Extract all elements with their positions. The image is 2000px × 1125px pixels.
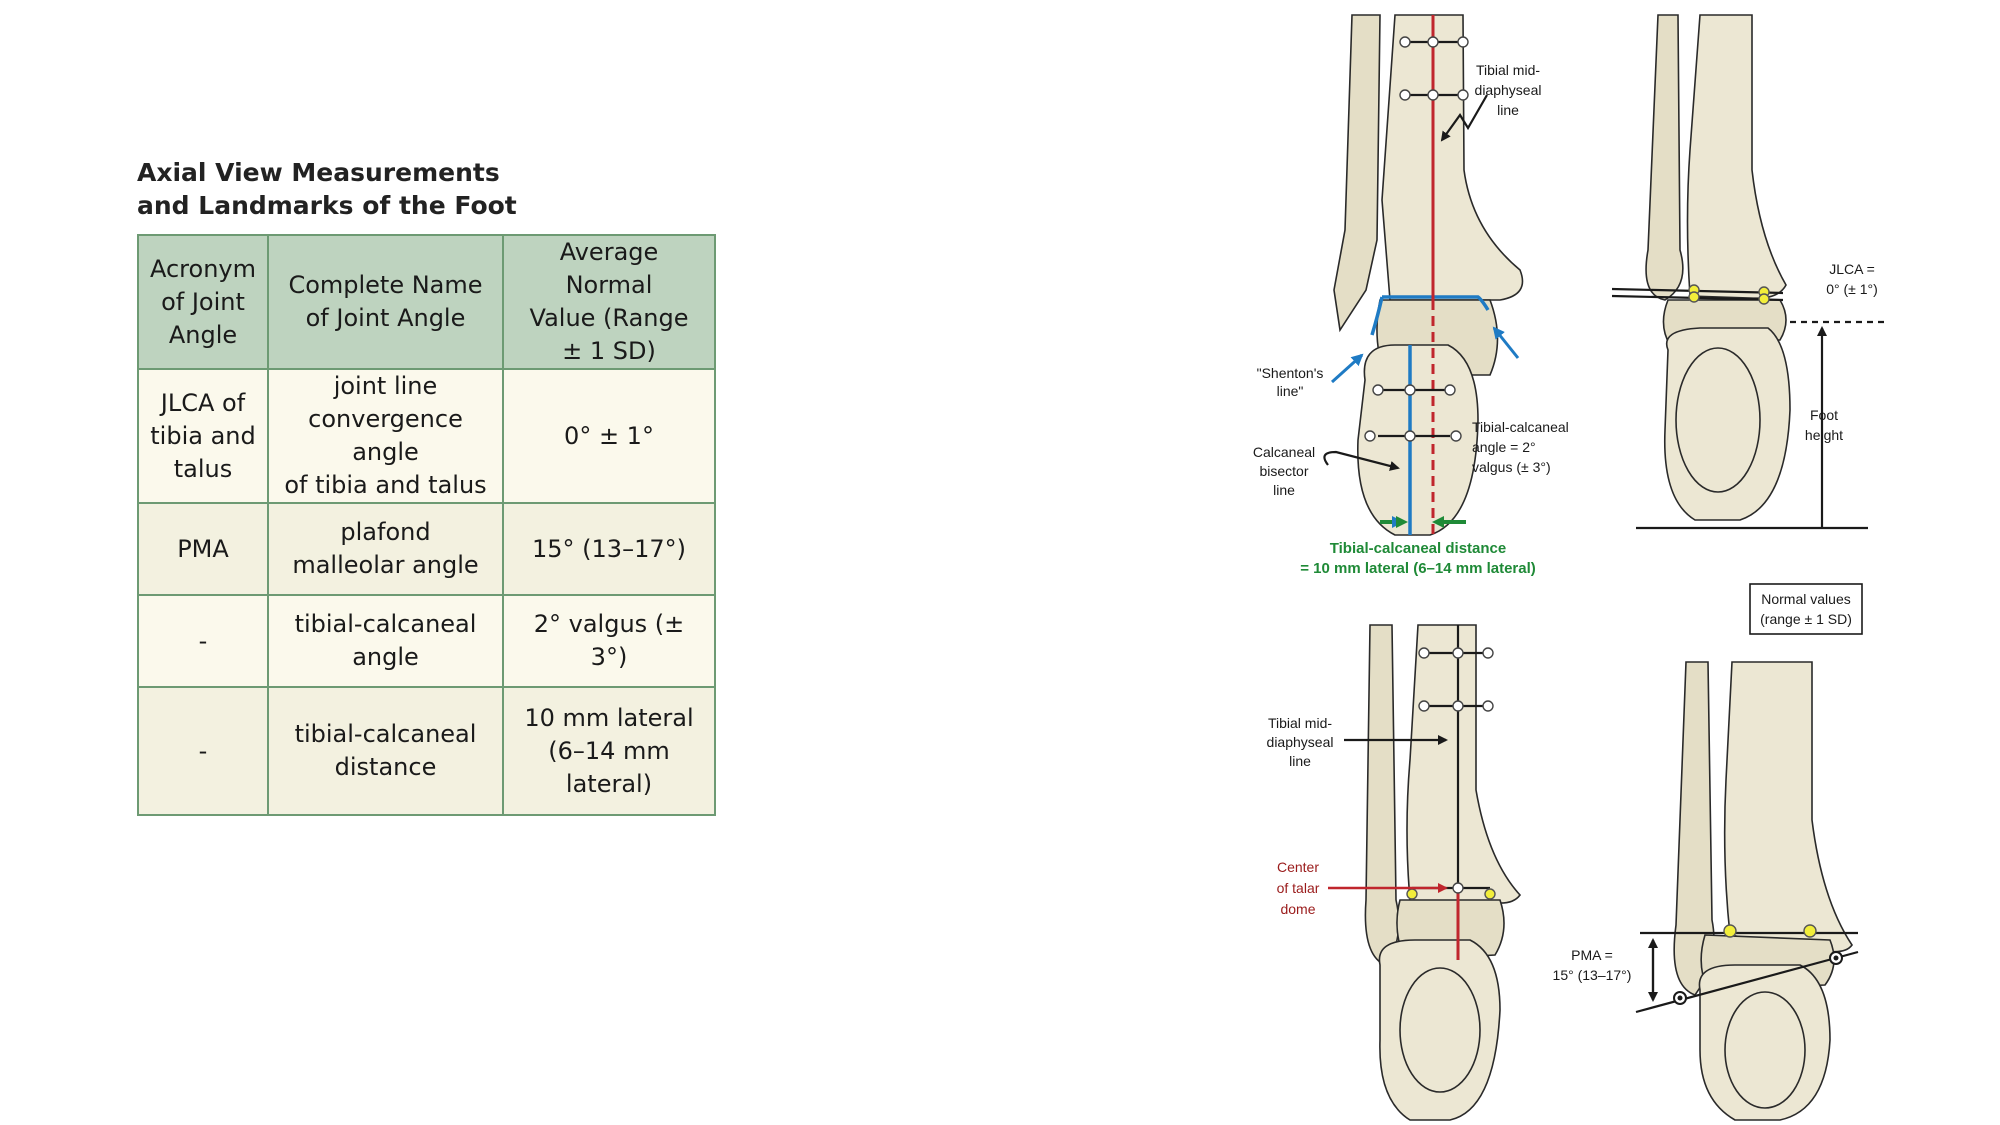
cell-value: 2° valgus (± 3°) <box>502 594 716 688</box>
svg-text:line: line <box>1273 482 1295 498</box>
label-normal-values-1: Normal values <box>1761 591 1850 607</box>
table-header-row: Acronym of Joint Angle Complete Name of … <box>137 234 716 370</box>
header-average-value: Average Normal Value (Range ± 1 SD) <box>502 234 716 370</box>
cell-name: tibial-calcaneal distance <box>267 686 504 816</box>
label-calcaneal-bisector-1: Calcaneal <box>1253 444 1315 460</box>
label-jlca-1: JLCA = <box>1829 261 1875 277</box>
tibia-bone <box>1406 624 1522 904</box>
svg-text:diaphyseal: diaphyseal <box>1475 82 1542 98</box>
table-row: JLCA of tibia and talus joint line conve… <box>137 368 716 504</box>
svg-text:angle = 2°: angle = 2° <box>1472 439 1536 455</box>
svg-text:= 10 mm lateral (6–14 mm later: = 10 mm lateral (6–14 mm lateral) <box>1300 560 1536 577</box>
calcaneus-bone <box>1698 964 1831 1121</box>
label-tibial-line-top-2: diaphyseal <box>1475 82 1542 98</box>
panel-tibial-calcaneal: Tibial mid- diaphyseal line "Shenton's l… <box>1253 14 1569 577</box>
calcaneus-bone <box>1378 939 1501 1121</box>
cell-name: tibial-calcaneal angle <box>267 594 504 688</box>
cell-acronym: - <box>137 594 269 688</box>
label-tibcalc-angle-1: Tibial-calcaneal <box>1472 419 1569 435</box>
label-pma-1: PMA = <box>1571 947 1613 963</box>
svg-text:line: line <box>1497 102 1519 118</box>
cell-acronym: PMA <box>137 502 269 596</box>
title-line-1: Axial View Measurements <box>137 158 500 187</box>
svg-text:line": line" <box>1277 383 1304 399</box>
fibula-bone <box>1645 14 1684 301</box>
svg-text:(range ± 1 SD): (range ± 1 SD) <box>1760 611 1852 627</box>
label-normal-values-2: (range ± 1 SD) <box>1760 611 1852 627</box>
cell-acronym: - <box>137 686 269 816</box>
svg-text:Calcaneal: Calcaneal <box>1253 444 1315 460</box>
svg-text:dome: dome <box>1280 901 1315 917</box>
svg-text:of talar: of talar <box>1277 880 1320 896</box>
cell-value: 0° ± 1° <box>502 368 716 504</box>
svg-text:Normal values: Normal values <box>1761 591 1850 607</box>
label-tibial-line-bottom-2: diaphyseal <box>1267 734 1334 750</box>
shenton-line <box>1382 295 1490 311</box>
label-tibcalc-angle-2: angle = 2° <box>1472 439 1536 455</box>
label-center-talar-1: Center <box>1277 859 1319 875</box>
label-calcaneal-bisector-2: bisector <box>1259 463 1308 479</box>
svg-text:diaphyseal: diaphyseal <box>1267 734 1334 750</box>
panel-jlca: JLCA = 0° (± 1°) Foot height <box>1611 14 1888 530</box>
label-tibial-line-top-1: Tibial mid- <box>1476 62 1540 78</box>
svg-text:PMA =: PMA = <box>1571 947 1613 963</box>
label-tibcalc-angle-3: valgus (± 3°) <box>1472 459 1551 475</box>
label-tibial-line-bottom-3: line <box>1289 753 1311 769</box>
svg-text:Tibial mid-: Tibial mid- <box>1476 62 1540 78</box>
measurements-table: Acronym of Joint Angle Complete Name of … <box>137 234 716 816</box>
svg-text:Tibial-calcaneal: Tibial-calcaneal <box>1472 419 1569 435</box>
table-row: PMA plafond malleolar angle 15° (13–17°) <box>137 502 716 596</box>
normal-values-box: Normal values (range ± 1 SD) <box>1749 583 1863 635</box>
panel-pma: PMA = 15° (13–17°) <box>1553 661 1859 1121</box>
tibia-bone <box>1381 14 1524 301</box>
panel-talar-dome: Tibial mid- diaphyseal line Center of ta… <box>1267 624 1522 1121</box>
label-tibcalc-distance-1: Tibial-calcaneal distance <box>1330 540 1506 557</box>
cell-acronym: JLCA of tibia and talus <box>137 368 269 504</box>
table-row: - tibial-calcaneal angle 2° valgus (± 3°… <box>137 594 716 688</box>
header-complete-name: Complete Name of Joint Angle <box>267 234 504 370</box>
label-center-talar-3: dome <box>1280 901 1315 917</box>
header-acronym: Acronym of Joint Angle <box>137 234 269 370</box>
table-row: - tibial-calcaneal distance 10 mm latera… <box>137 686 716 816</box>
calcaneus-bone <box>1663 327 1791 521</box>
svg-text:Foot: Foot <box>1810 407 1838 423</box>
label-jlca-2: 0° (± 1°) <box>1826 281 1878 297</box>
cell-name: plafond malleolar angle <box>267 502 504 596</box>
label-shentons-2: line" <box>1277 383 1304 399</box>
label-foot-height-1: Foot <box>1810 407 1838 423</box>
tibia-bone <box>1723 661 1853 953</box>
svg-text:15° (13–17°): 15° (13–17°) <box>1553 967 1632 983</box>
fibula-bone <box>1364 624 1400 966</box>
label-tibial-line-bottom-1: Tibial mid- <box>1268 715 1332 731</box>
label-tibial-line-top-3: line <box>1497 102 1519 118</box>
cell-name: joint line convergence angle of tibia an… <box>267 368 504 504</box>
cell-value: 10 mm lateral (6–14 mm lateral) <box>502 686 716 816</box>
cell-value: 15° (13–17°) <box>502 502 716 596</box>
tibia-bone <box>1686 14 1787 300</box>
label-tibcalc-distance-2: = 10 mm lateral (6–14 mm lateral) <box>1300 560 1536 577</box>
svg-text:JLCA =: JLCA = <box>1829 261 1875 277</box>
svg-text:Tibial mid-: Tibial mid- <box>1268 715 1332 731</box>
svg-text:Center: Center <box>1277 859 1319 875</box>
svg-text:0° (± 1°): 0° (± 1°) <box>1826 281 1878 297</box>
svg-text:line: line <box>1289 753 1311 769</box>
fibula-bone <box>1333 14 1381 333</box>
page-title: Axial View Measurements and Landmarks of… <box>137 156 737 222</box>
svg-text:height: height <box>1805 427 1843 443</box>
label-shentons-1: "Shenton's <box>1257 365 1324 381</box>
label-pma-2: 15° (13–17°) <box>1553 967 1632 983</box>
label-calcaneal-bisector-3: line <box>1273 482 1295 498</box>
label-center-talar-2: of talar <box>1277 880 1320 896</box>
title-line-2: and Landmarks of the Foot <box>137 191 517 220</box>
svg-text:"Shenton's: "Shenton's <box>1257 365 1324 381</box>
svg-text:valgus (± 3°): valgus (± 3°) <box>1472 459 1551 475</box>
svg-text:Tibial-calcaneal distance: Tibial-calcaneal distance <box>1330 540 1506 557</box>
svg-text:bisector: bisector <box>1259 463 1308 479</box>
label-foot-height-2: height <box>1805 427 1843 443</box>
